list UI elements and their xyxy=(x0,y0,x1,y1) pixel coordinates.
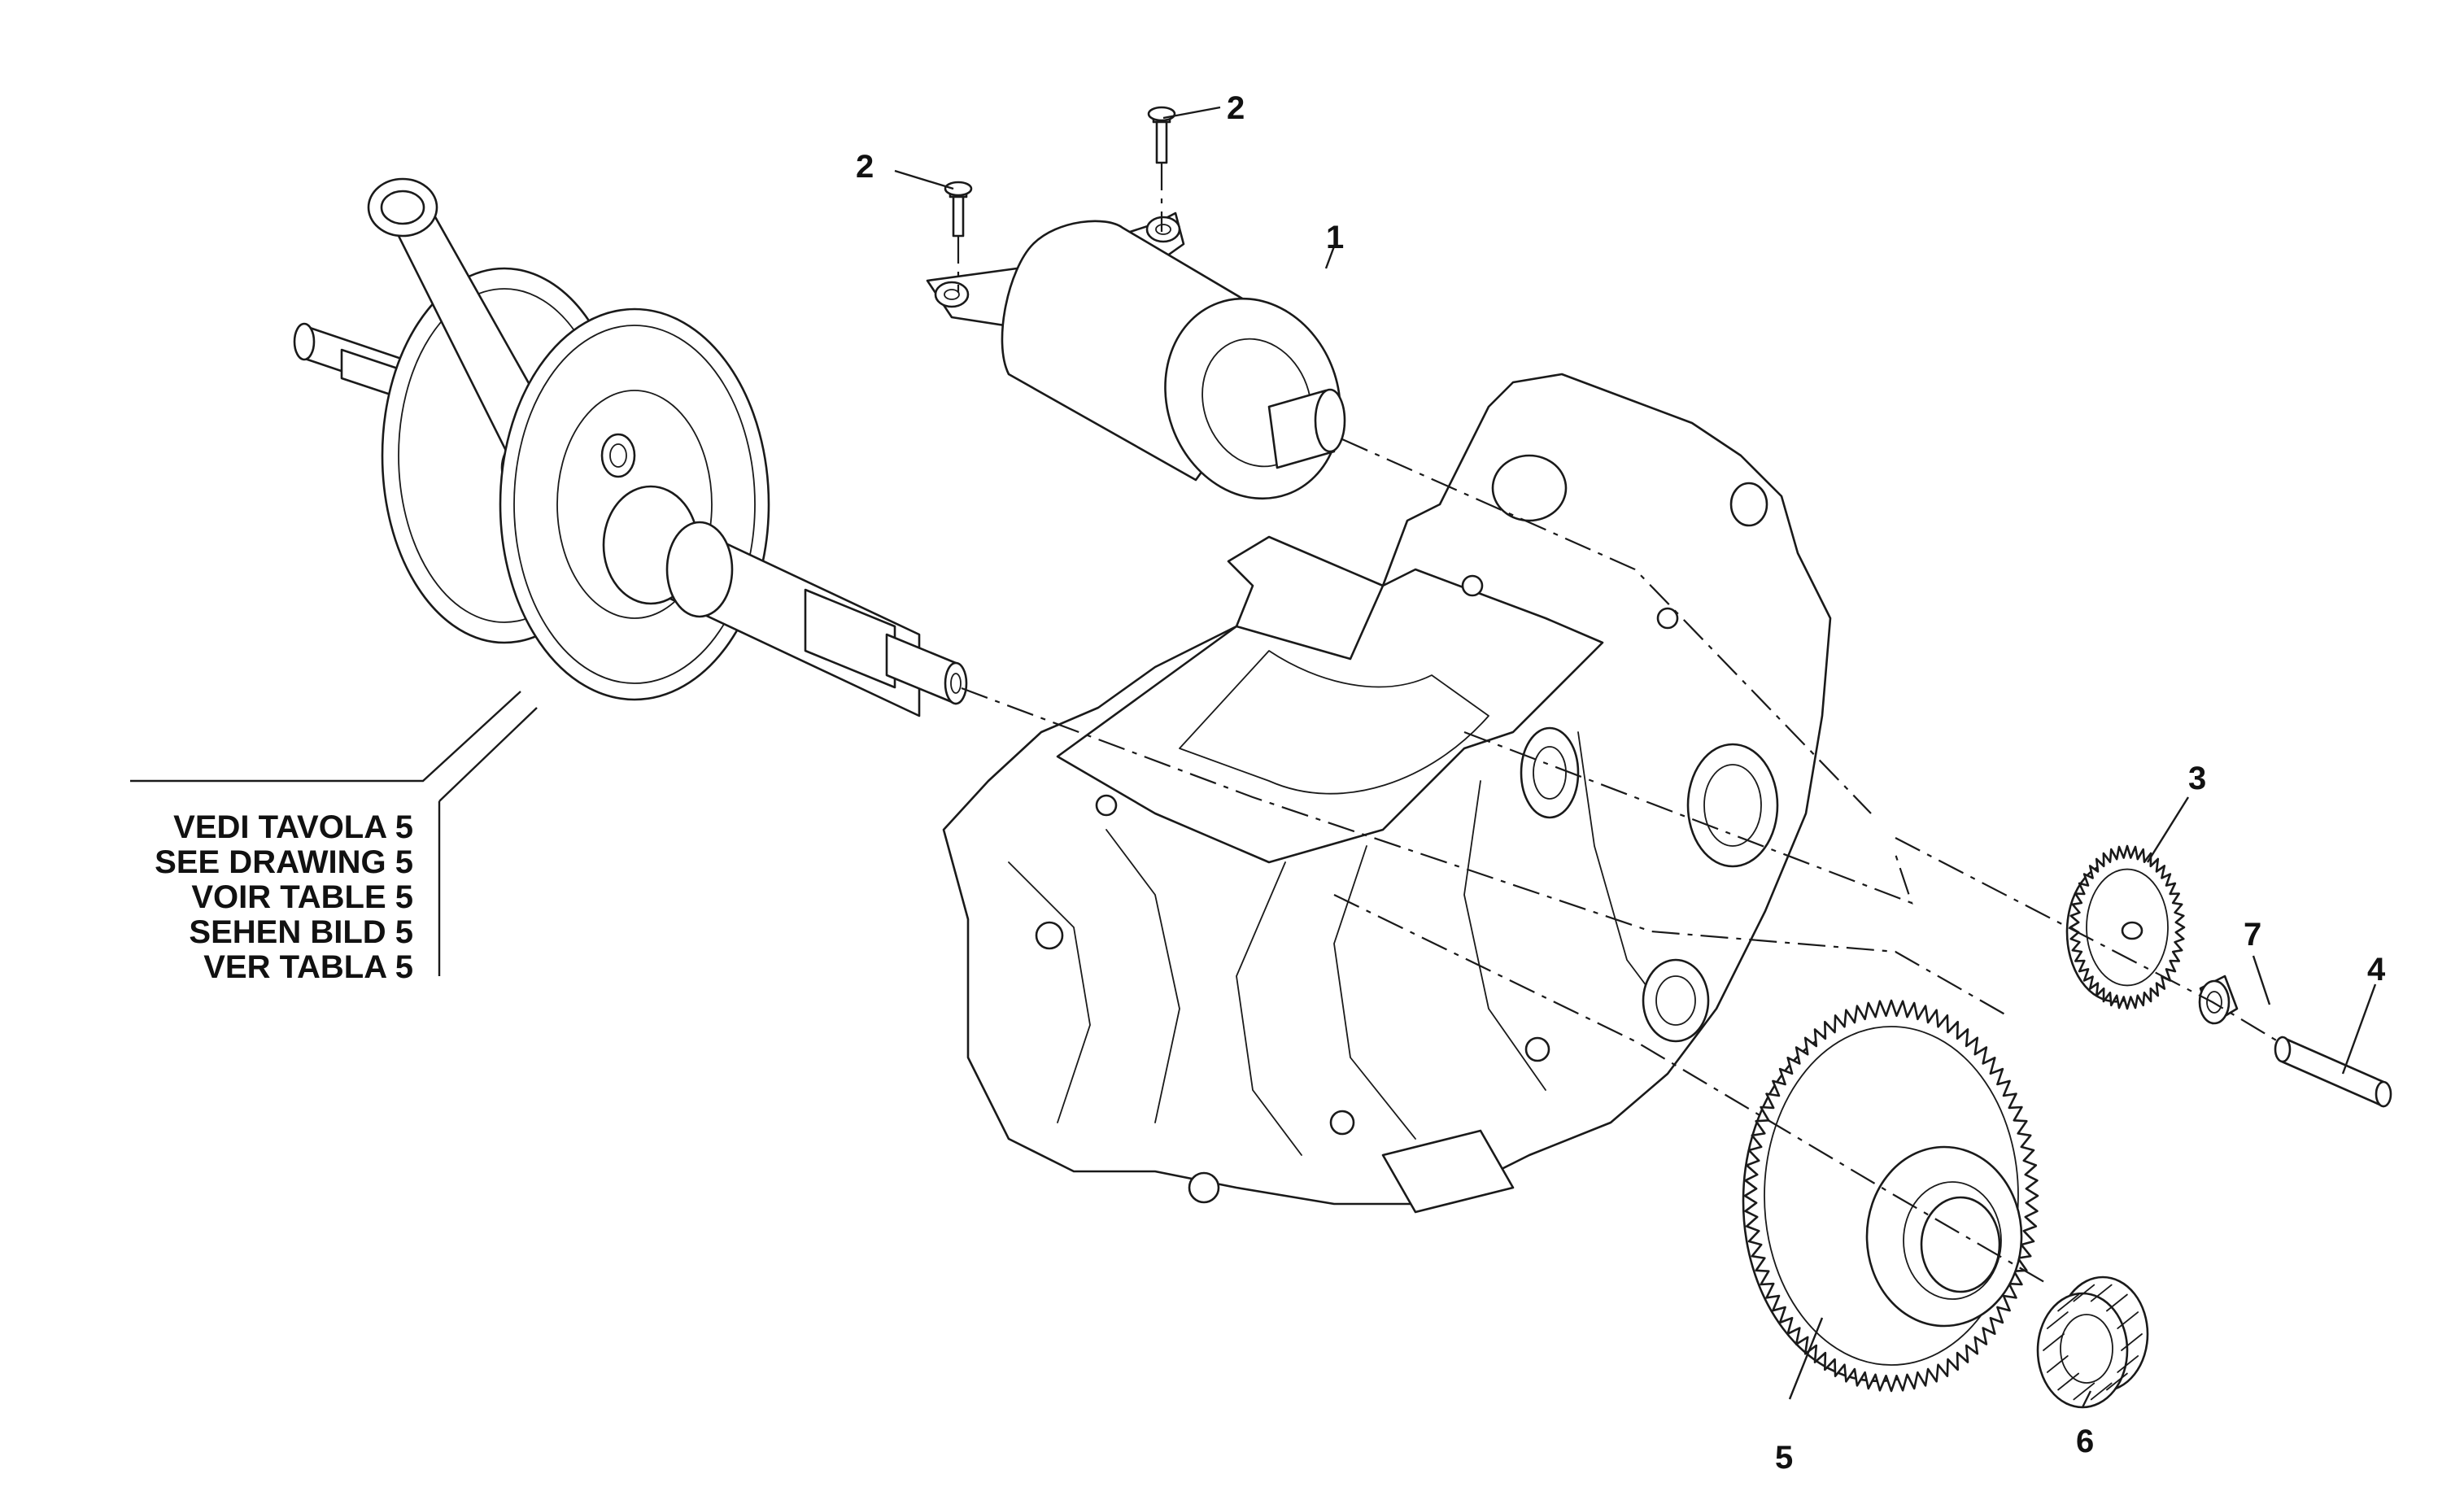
note-line-en: SEE DRAWING 5 xyxy=(155,844,413,880)
needle-roller xyxy=(2046,1311,2069,1329)
reference-note: VEDI TAVOLA 5 SEE DRAWING 5 VOIR TABLE 5… xyxy=(155,809,413,985)
crankcase-icon xyxy=(942,373,1832,1214)
callout-5: 5 xyxy=(1775,1440,1793,1476)
callout-leaders xyxy=(130,106,2377,1408)
callout-2-left: 2 xyxy=(856,149,874,185)
needle-roller xyxy=(2090,1284,2113,1302)
callout-2-right: 2 xyxy=(1227,90,1245,126)
needle-roller xyxy=(2073,1382,2095,1401)
callout-1: 1 xyxy=(1326,220,1344,255)
needle-roller xyxy=(2043,1333,2065,1351)
needle-roller xyxy=(2073,1284,2095,1302)
note-line-de: SEHEN BILD 5 xyxy=(189,914,413,950)
needle-roller xyxy=(2105,1293,2128,1312)
callouts: 1 2 2 3 4 5 6 7 xyxy=(856,90,2386,1476)
bushing-icon xyxy=(2198,975,2239,1025)
needle-roller xyxy=(2117,1311,2139,1329)
motor-icon xyxy=(926,211,1346,500)
needle-roller xyxy=(2121,1333,2143,1351)
callout-4: 4 xyxy=(2367,952,2386,988)
crankshaft-icon xyxy=(293,177,968,717)
needle-roller xyxy=(2105,1372,2128,1391)
needle-roller xyxy=(2117,1355,2139,1373)
needle-roller xyxy=(2057,1372,2080,1391)
starter-gear-hub xyxy=(1865,1145,2023,1328)
needle-roller xyxy=(2057,1293,2080,1312)
note-line-it: VEDI TAVOLA 5 xyxy=(173,809,413,845)
bearing-icon xyxy=(2036,1276,2149,1409)
note-line-es: VER TABLA 5 xyxy=(203,949,413,985)
screw-icon xyxy=(1147,106,1176,164)
callout-3: 3 xyxy=(2188,761,2206,796)
screw-icon xyxy=(944,181,973,238)
needle-roller xyxy=(2046,1355,2069,1373)
callout-7: 7 xyxy=(2244,917,2261,953)
note-line-fr: VOIR TABLE 5 xyxy=(191,879,413,915)
centerlines xyxy=(957,163,2279,1286)
needle-roller xyxy=(2090,1382,2113,1401)
gear-icon xyxy=(2065,844,2186,1010)
callout-6: 6 xyxy=(2076,1424,2094,1459)
pin-icon xyxy=(2274,1036,2392,1108)
